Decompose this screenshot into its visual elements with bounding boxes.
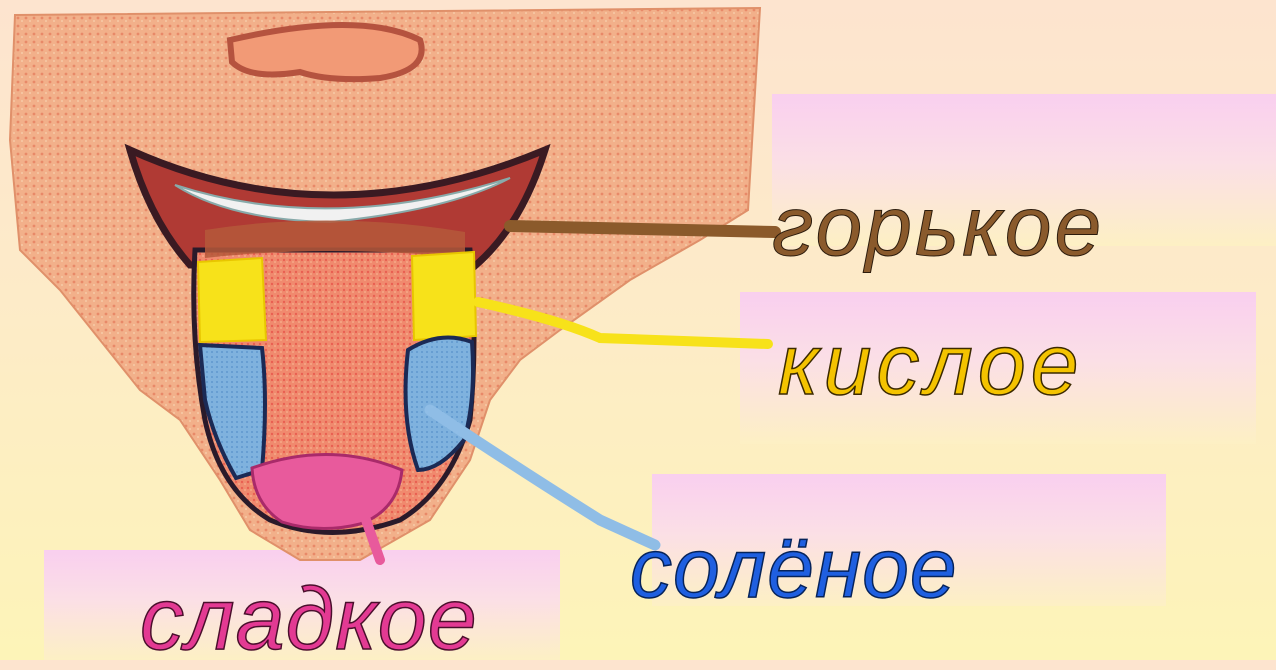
sour-zone-right [412, 252, 476, 340]
label-sour: кислое [778, 316, 1084, 415]
label-salty: солёное [630, 520, 958, 617]
nose [230, 25, 422, 79]
label-bitter: горькое [772, 178, 1104, 275]
pointer-bitter [510, 226, 775, 232]
sour-zone-left [198, 258, 266, 342]
pointer-salty [430, 410, 655, 545]
label-sweet: сладкое [140, 568, 478, 670]
